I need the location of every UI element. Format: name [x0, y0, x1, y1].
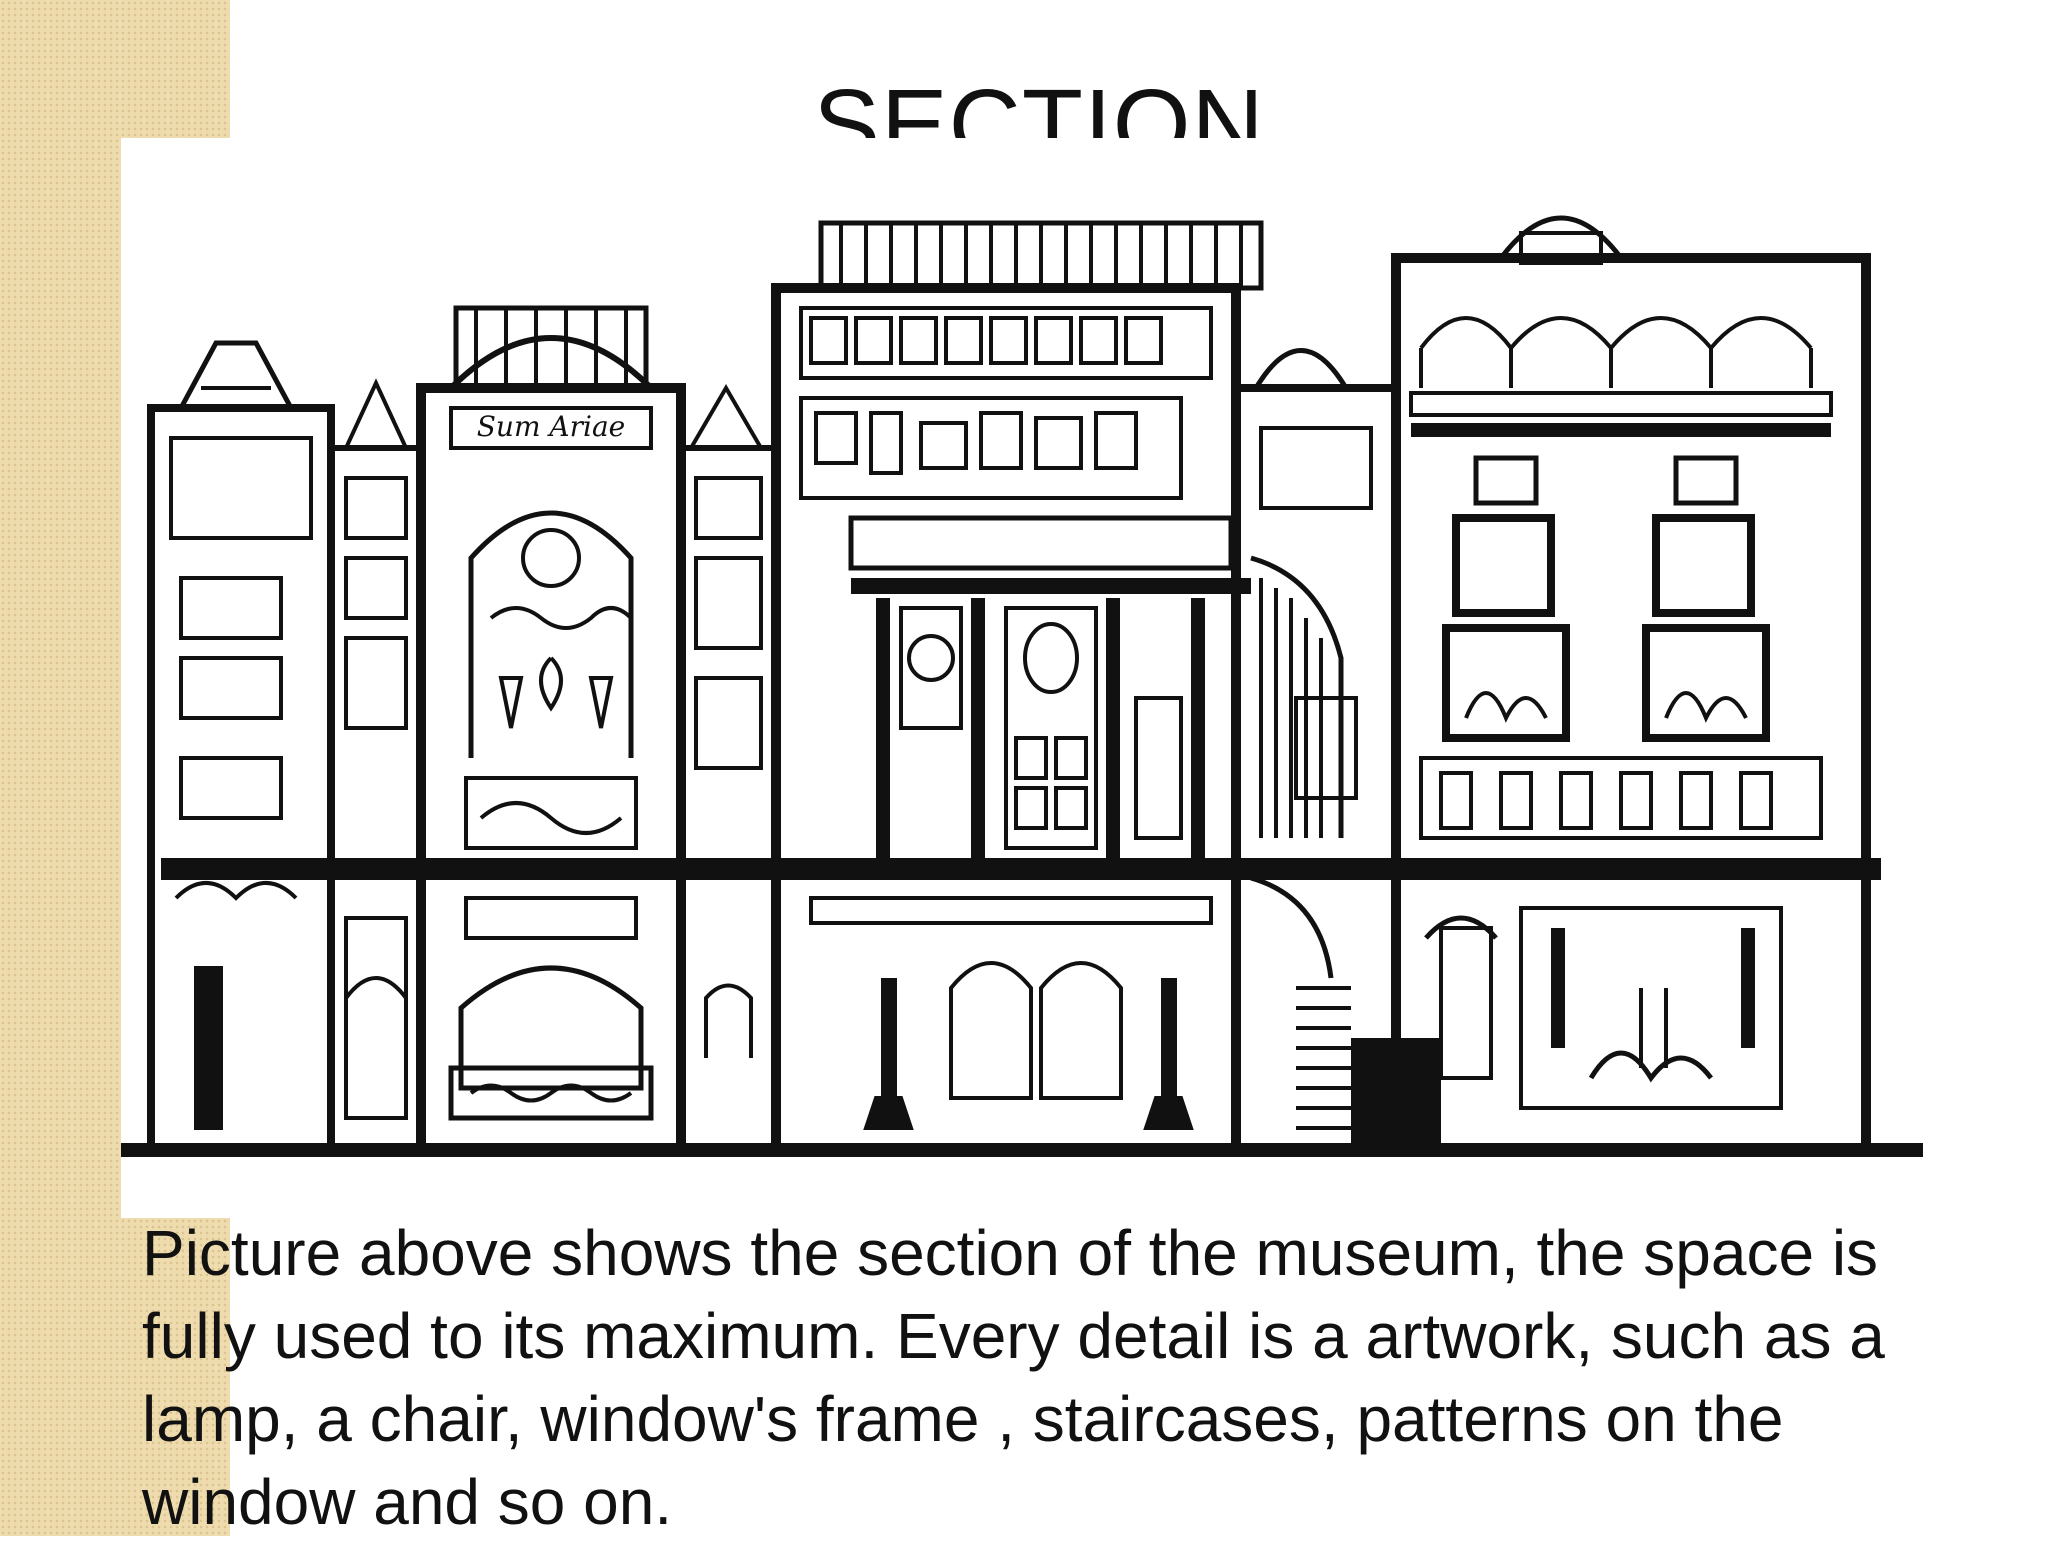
- left-small-bay: [328, 378, 424, 1151]
- slide-caption: Picture above shows the section of the m…: [142, 1217, 1885, 1538]
- left-tower: [147, 340, 335, 1152]
- staircase-bay: [1232, 348, 1441, 1152]
- museum-section-drawing: Sum Ariae: [121, 138, 1923, 1218]
- floor-divider: [161, 858, 1881, 880]
- central-gallery: [771, 220, 1264, 1153]
- center-narrow-bay: [678, 384, 779, 1151]
- dome-tower: Sum Ariae: [416, 305, 686, 1153]
- right-picture-room: [1391, 215, 1871, 1153]
- svg-text:Sum Ariae: Sum Ariae: [477, 410, 626, 443]
